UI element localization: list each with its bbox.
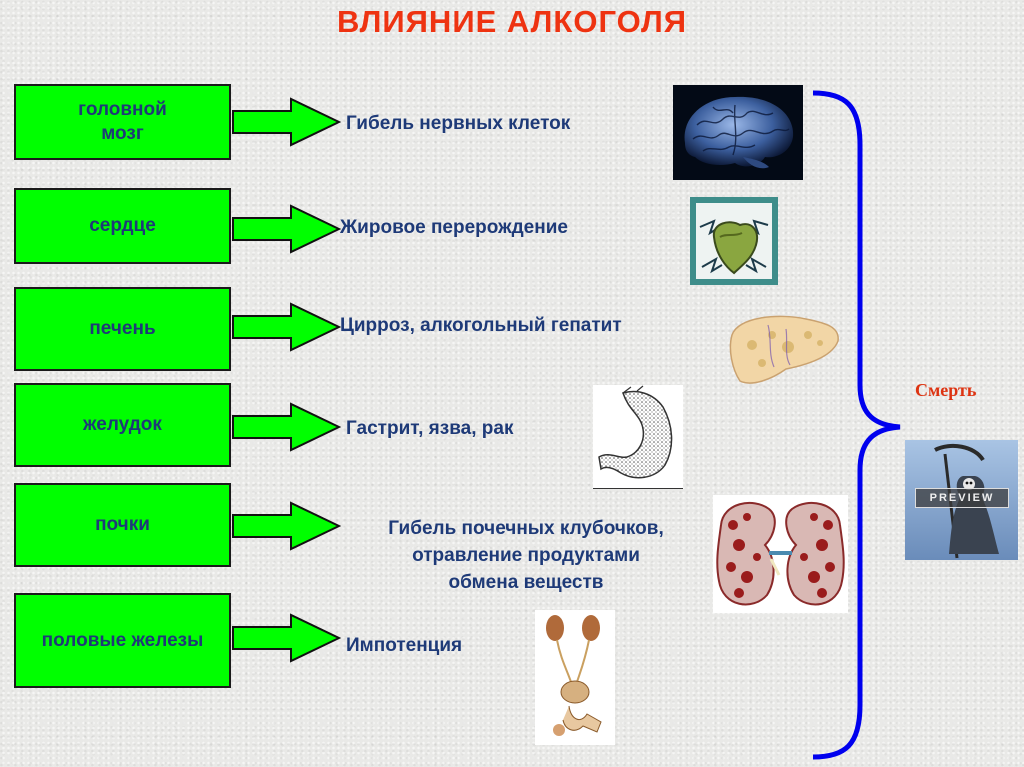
arrow-liver — [232, 302, 341, 352]
organ-box-kidneys: почки — [14, 483, 231, 567]
arrow-brain — [232, 97, 341, 147]
organ-box-heart: сердце — [14, 188, 231, 264]
effect-stomach: Гастрит, язва, рак — [346, 418, 514, 439]
organ-box-gonads: половые железы — [14, 593, 231, 688]
heart-icon — [690, 197, 778, 285]
arrow-gonads — [232, 613, 341, 663]
organ-box-stomach: желудок — [14, 383, 231, 467]
preview-watermark: PREVIEW — [915, 488, 1009, 508]
effect-brain: Гибель нервных клеток — [346, 113, 571, 134]
arrow-stomach — [232, 402, 341, 452]
urogenital-image — [535, 610, 615, 745]
effect-kidneys: Гибель почечных клубочков, отравление пр… — [388, 518, 664, 593]
arrow-kidneys — [232, 501, 341, 551]
liver-image — [728, 305, 843, 390]
organ-box-liver: печень — [14, 287, 231, 371]
effect-gonads: Импотенция — [346, 635, 463, 656]
slide-title: ВЛИЯНИЕ АЛКОГОЛЯ — [337, 4, 687, 39]
grim-reaper-image: PREVIEW — [905, 440, 1018, 560]
brain-image — [673, 85, 803, 180]
organ-box-brain: головной мозг — [14, 84, 231, 160]
kidneys-image — [713, 495, 848, 613]
stomach-image — [593, 385, 683, 489]
death-label: Смерть — [915, 380, 977, 400]
effect-heart: Жировое перерождение — [340, 217, 568, 238]
arrow-heart — [232, 204, 341, 254]
curly-brace — [812, 90, 901, 760]
effect-liver: Цирроз, алкогольный гепатит — [340, 315, 622, 336]
